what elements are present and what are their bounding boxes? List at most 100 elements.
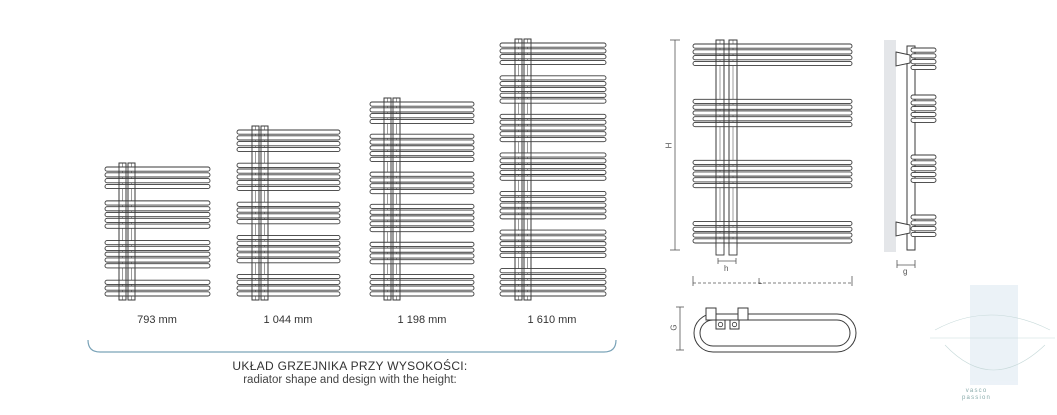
heating-tube (236, 207, 341, 213)
heating-tube (236, 168, 341, 174)
heating-tube (369, 118, 475, 125)
heating-tube (236, 162, 341, 168)
heating-tube (236, 201, 341, 207)
heating-tube (236, 279, 341, 285)
wall-bracket-top (895, 51, 911, 67)
heating-tube (236, 246, 341, 252)
heating-tube (499, 175, 607, 181)
side-tube (910, 166, 937, 172)
heating-tube (499, 214, 607, 220)
heating-tube (104, 178, 211, 184)
side-tube (910, 94, 937, 100)
heating-tube (369, 203, 475, 209)
heating-tube (499, 241, 607, 247)
dimension-H: H (664, 142, 674, 149)
heating-tube (369, 145, 475, 151)
heating-tube (499, 273, 607, 280)
heating-tube (369, 107, 475, 113)
heating-tube (692, 110, 853, 116)
watermark-text: vasco passion (962, 388, 991, 402)
heating-tube (104, 223, 211, 229)
heating-tube (369, 113, 475, 119)
heating-tube (499, 54, 607, 60)
heating-tube (499, 119, 607, 125)
valve-pipe-right (728, 242, 738, 256)
side-view-drawing (884, 40, 937, 252)
heating-tube (369, 171, 475, 177)
heating-tube (499, 75, 607, 81)
heating-tube (369, 253, 475, 259)
side-tube (910, 154, 937, 160)
heating-tube (236, 258, 341, 264)
side-tube (910, 117, 937, 123)
heating-tube (369, 259, 475, 265)
heating-tube (692, 122, 853, 128)
heating-tube (369, 151, 475, 157)
heating-tube (499, 42, 607, 48)
wall-plane (884, 40, 896, 252)
caption-title: UKŁAD GRZEJNIKA PRZY WYSOKOŚCI: (232, 359, 468, 373)
heating-tube (692, 43, 853, 49)
side-tube (910, 59, 937, 65)
heating-tube (369, 279, 475, 285)
heating-tube (369, 133, 475, 139)
heating-tube (499, 98, 607, 104)
heating-tube (692, 116, 853, 122)
heating-tube (499, 125, 607, 131)
heating-tube (692, 232, 853, 238)
heating-tube (236, 129, 341, 135)
heating-tube (104, 240, 211, 246)
side-tube (910, 177, 937, 183)
heating-tube (499, 86, 607, 93)
side-collector (906, 45, 916, 251)
heating-tube (236, 240, 341, 246)
heating-tube (369, 247, 475, 253)
heating-tube (369, 285, 475, 291)
caption-subtitle: radiator shape and design with the heigh… (243, 374, 457, 386)
heating-tube (692, 55, 853, 61)
heating-tube (104, 245, 211, 251)
heating-tube (369, 241, 475, 247)
heating-tube (104, 200, 211, 206)
heating-tube (499, 81, 607, 87)
heating-tube (236, 252, 341, 258)
side-tube (910, 160, 937, 166)
heating-tube (236, 273, 341, 280)
heating-tube (369, 291, 475, 297)
heating-tube (104, 206, 211, 212)
dimension-L: L (758, 277, 763, 286)
heating-tube (692, 159, 853, 165)
heating-tube (692, 171, 853, 177)
side-tube (910, 226, 937, 232)
heating-tube (104, 172, 211, 178)
top-connector-left (715, 319, 726, 330)
heating-tube (499, 246, 607, 253)
heating-tube (499, 169, 607, 175)
heating-tube (236, 291, 341, 297)
dimension-G: G (669, 324, 679, 331)
dimension-g: g (903, 267, 908, 276)
heating-tube (104, 263, 211, 269)
heating-tube (692, 183, 853, 189)
heating-tube (499, 252, 607, 258)
dimension-lines (670, 39, 916, 351)
heating-tube (236, 141, 341, 147)
heating-tube (499, 48, 607, 54)
heating-tube (236, 185, 341, 192)
radiator-793 (104, 162, 211, 301)
heating-tube (499, 268, 607, 274)
heating-tube (499, 279, 607, 285)
heating-tube (692, 98, 853, 104)
heating-tube (104, 257, 211, 263)
heating-tube (369, 273, 475, 280)
heating-tube (692, 226, 853, 232)
heating-tube (499, 113, 607, 119)
heating-tube (499, 208, 607, 214)
top-view-drawing (693, 307, 857, 353)
heating-tube (236, 135, 341, 141)
side-tube (910, 64, 937, 71)
heating-tube (236, 234, 341, 241)
heating-tube (104, 217, 211, 223)
heating-tube (499, 164, 607, 170)
